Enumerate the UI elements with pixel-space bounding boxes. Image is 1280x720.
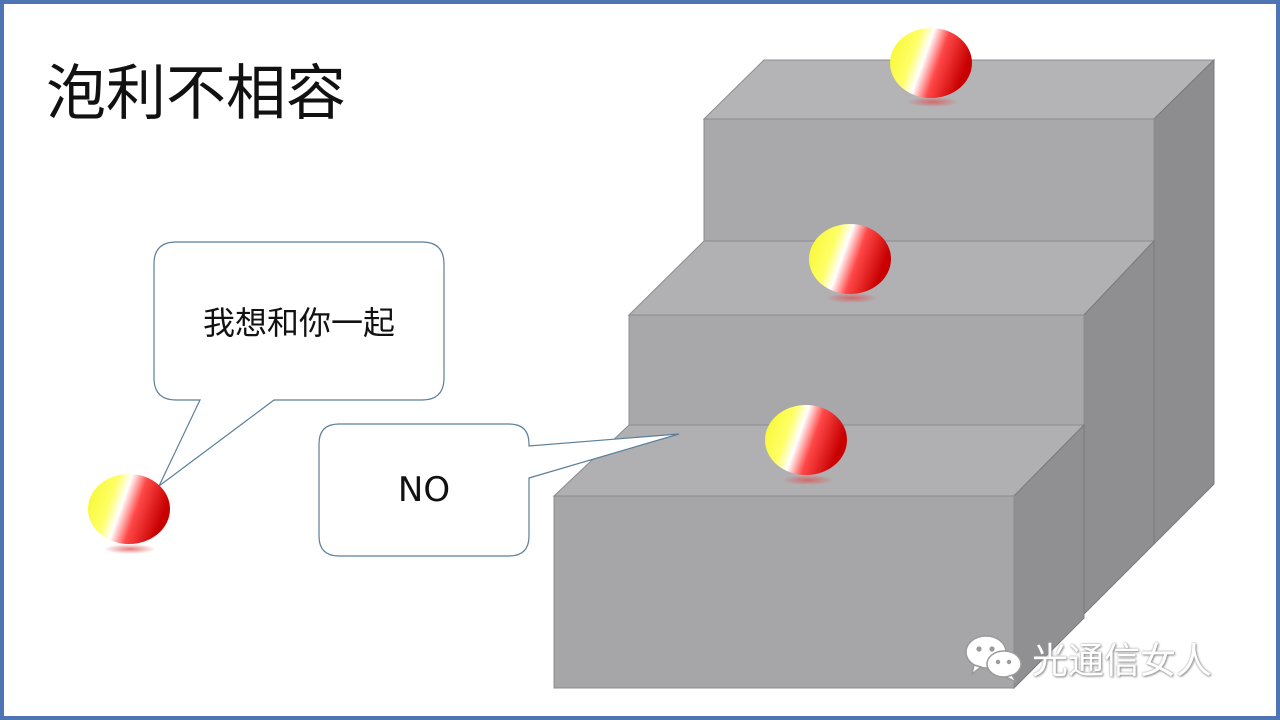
ball-left <box>88 474 170 554</box>
ball-step-middle <box>809 224 891 303</box>
ball-step-bottom <box>765 405 847 485</box>
ball-step-top <box>890 28 972 107</box>
callout-text-1: 我想和你一起 <box>202 304 395 342</box>
watermark: 光通信女人 <box>962 632 1212 684</box>
step-middle <box>627 239 1156 616</box>
slide-title: 泡利不相容 <box>46 59 346 129</box>
callout-bubble-1 <box>153 241 445 487</box>
staircase-diagram <box>88 28 1216 690</box>
step-bottom <box>552 423 1086 690</box>
watermark-text: 光通信女人 <box>1032 641 1213 682</box>
wechat-icon <box>965 635 1022 684</box>
callout-text-2: NO <box>397 470 451 510</box>
callout-bubble-2 <box>318 423 680 557</box>
